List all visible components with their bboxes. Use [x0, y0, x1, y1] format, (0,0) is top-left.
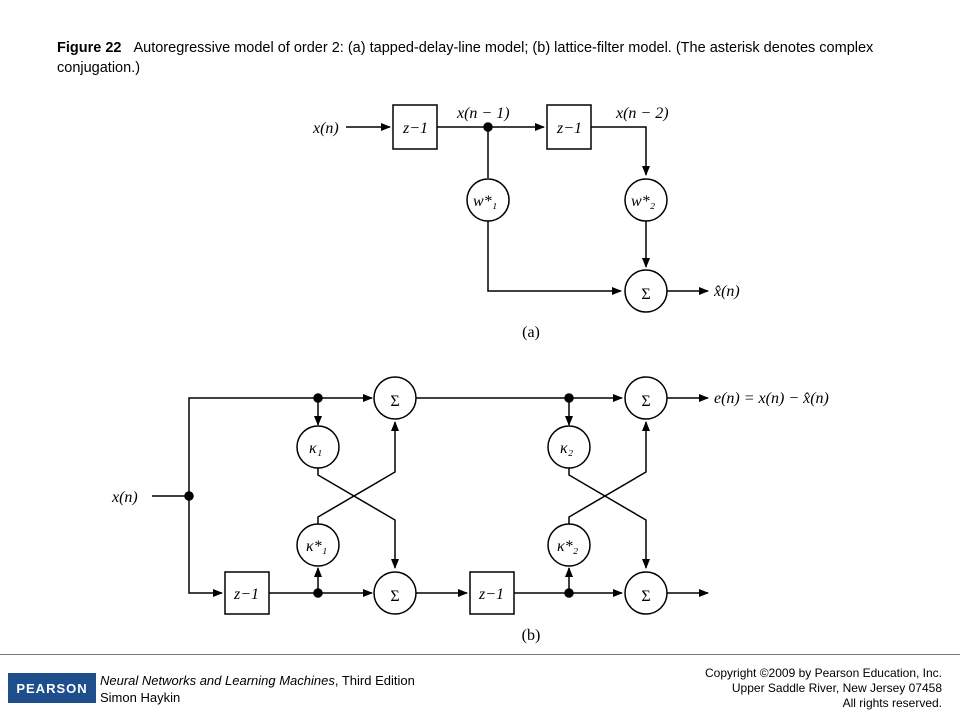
delay-label-a1: z−1	[402, 120, 428, 137]
figure-number: Figure 22	[57, 40, 122, 56]
book-title: Neural Networks and Learning Machines	[100, 673, 335, 688]
copyright-line-1: Copyright ©2009 by Pearson Education, In…	[705, 666, 942, 680]
weight1-label: w*₁	[473, 193, 497, 210]
sum-symbol-b1-top: Σ	[390, 393, 399, 410]
book-edition: , Third Edition	[334, 673, 415, 688]
delay-label-a2: z−1	[556, 120, 582, 137]
diagram-a	[346, 104, 709, 313]
sum-symbol-b2-top: Σ	[641, 393, 650, 410]
diagram-a-labels: x(n) z−1 z−1 x(n − 1) x(n − 2) w*₁ w*₂ Σ…	[312, 105, 740, 341]
tap1-label: x(n − 1)	[456, 105, 510, 122]
diagram-a-label: (a)	[522, 324, 540, 341]
delay-block-a2	[546, 104, 592, 150]
tap2-label: x(n − 2)	[615, 105, 669, 122]
output-label-b: e(n) = x(n) − x̂(n)	[714, 390, 829, 407]
copyright-line-2: Upper Saddle River, New Jersey 07458	[731, 681, 942, 695]
weight2-label: w*₂	[631, 193, 656, 210]
footer-divider	[0, 654, 960, 655]
ar-model-diagram: x(n) z−1 z−1 x(n − 1) x(n − 2) w*₁ w*₂ Σ…	[111, 104, 829, 644]
kappa1-label: κ₁	[309, 440, 322, 457]
book-author: Simon Haykin	[100, 690, 181, 705]
copyright-notice: Copyright ©2009 by Pearson Education, In…	[705, 666, 942, 711]
kappa1-conj-label: κ*₁	[306, 538, 327, 555]
sum-symbol-b1-bot: Σ	[390, 588, 399, 605]
input-label-b: x(n)	[111, 489, 138, 506]
copyright-line-3: All rights reserved.	[842, 696, 942, 710]
kappa2-label: κ₂	[560, 440, 574, 457]
delay-block-a1	[392, 104, 438, 150]
diagram-b-labels: x(n) κ₁ κ*₁ κ₂ κ*₂ z−1 z−1 Σ Σ Σ Σ e(n) …	[111, 390, 829, 644]
diagram-b	[152, 376, 709, 615]
caption-text: Autoregressive model of order 2: (a) tap…	[57, 40, 874, 76]
sum-symbol-b2-bot: Σ	[641, 588, 650, 605]
kappa2-conj-label: κ*₂	[557, 538, 579, 555]
input-label-a: x(n)	[312, 120, 339, 137]
pearson-logo: PEARSON	[8, 673, 96, 703]
sum-symbol-a: Σ	[641, 286, 650, 303]
diagram-b-label: (b)	[522, 627, 541, 644]
delay-label-b1: z−1	[233, 586, 259, 603]
delay-label-b2: z−1	[478, 586, 504, 603]
book-info: Neural Networks and Learning Machines, T…	[100, 672, 415, 706]
output-label-a: x̂(n)	[713, 283, 740, 300]
delay-block-b1	[224, 571, 270, 615]
